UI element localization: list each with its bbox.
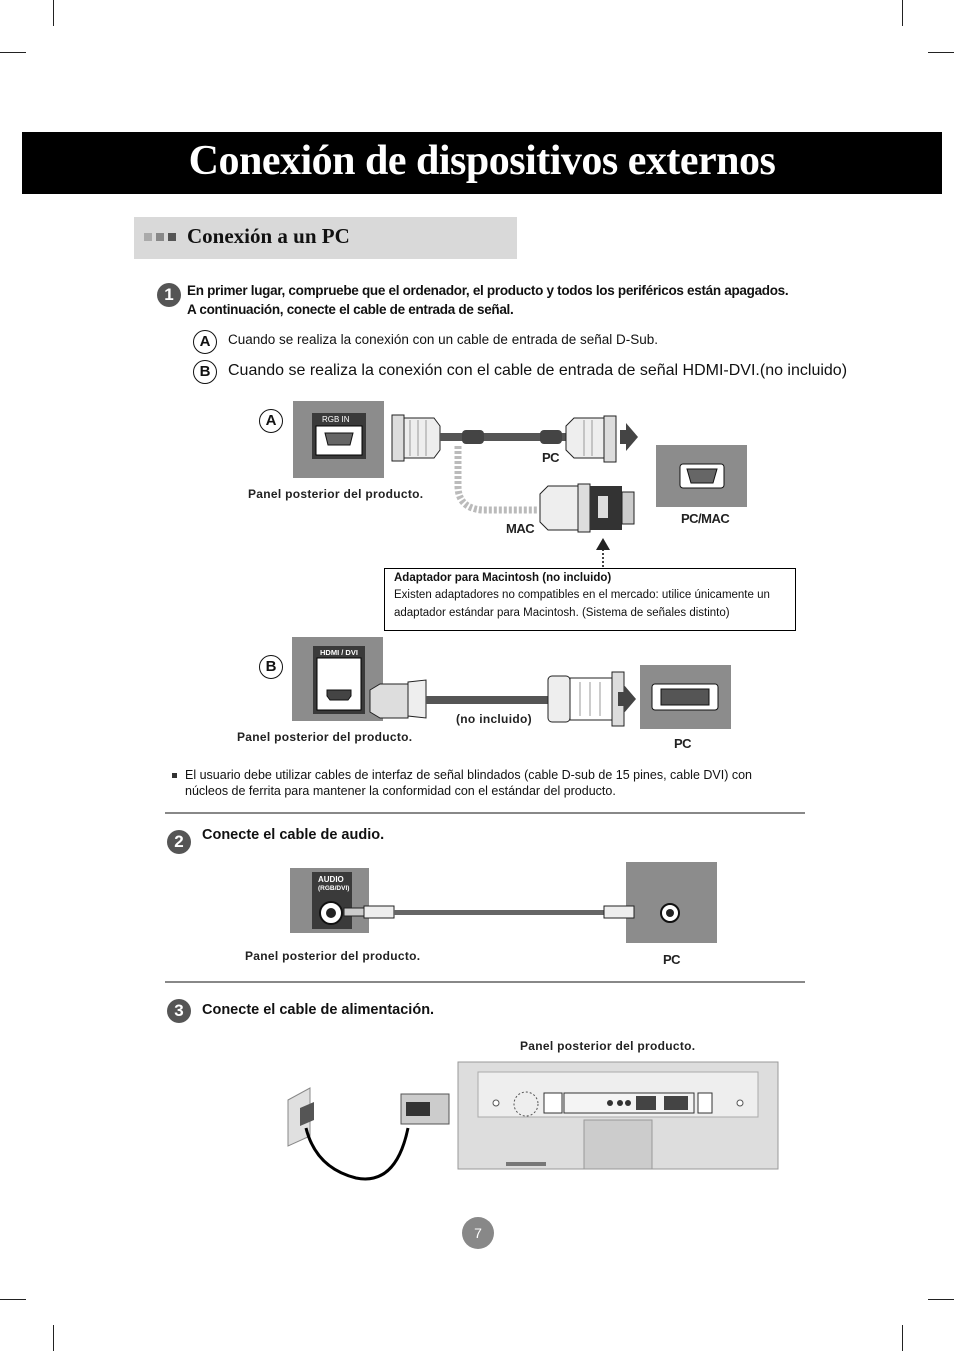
port-label: AUDIO bbox=[318, 875, 344, 884]
page-number: 7 bbox=[474, 1225, 482, 1241]
title-bar: Conexión de dispositivos externos bbox=[22, 132, 942, 194]
crop-mark bbox=[53, 1325, 54, 1351]
bullet-square-icon bbox=[144, 233, 152, 241]
diagram-letter: A bbox=[259, 409, 283, 433]
page-number-badge: 7 bbox=[462, 1217, 494, 1249]
mac-adapter-title: Adaptador para Macintosh (no incluido) bbox=[394, 572, 612, 584]
crop-mark bbox=[928, 1299, 954, 1300]
bullet-square-icon bbox=[172, 773, 177, 778]
crop-mark bbox=[902, 0, 903, 26]
vga-port-icon bbox=[324, 432, 354, 446]
step1-text-line2: A continuación, conecte el cable de entr… bbox=[187, 302, 514, 317]
arrow-right-icon bbox=[620, 423, 638, 451]
crop-mark bbox=[928, 52, 954, 53]
port-label: HDMI / DVI bbox=[320, 648, 358, 657]
step1-text-line1: En primer lugar, compruebe que el ordena… bbox=[187, 283, 789, 298]
power-plug-icon bbox=[406, 1102, 430, 1116]
step-number: 1 bbox=[157, 283, 181, 307]
dsub-plug-icon bbox=[391, 414, 441, 462]
option-letter: A bbox=[193, 330, 217, 354]
note-line2: núcleos de ferrita para mantener la conf… bbox=[185, 784, 616, 798]
pc-label: PC bbox=[663, 952, 681, 967]
crop-mark bbox=[0, 52, 26, 53]
dsub-plug-icon bbox=[565, 415, 617, 463]
dvi-port-icon bbox=[660, 688, 710, 706]
option-a-text: Cuando se realiza la conexión con un cab… bbox=[228, 332, 659, 347]
note-line1: El usuario debe utilizar cables de inter… bbox=[185, 768, 752, 782]
crop-mark bbox=[53, 0, 54, 26]
step-number: 2 bbox=[167, 830, 191, 854]
bullet-square-icon bbox=[156, 233, 164, 241]
mac-plug-icon bbox=[539, 483, 635, 533]
bullet-square-icon bbox=[168, 233, 176, 241]
panel-label: Panel posterior del producto. bbox=[245, 949, 421, 963]
crop-mark bbox=[902, 1325, 903, 1351]
panel-label: Panel posterior del producto. bbox=[237, 730, 413, 744]
section-header: Conexión a un PC bbox=[134, 217, 517, 259]
crop-mark bbox=[0, 1299, 26, 1300]
step3-title: Conecte el cable de alimentación. bbox=[202, 1002, 435, 1018]
page-title: Conexión de dispositivos externos bbox=[188, 138, 776, 184]
port-label: (RGB/DVI) bbox=[318, 885, 350, 892]
arrow-right-icon bbox=[618, 685, 636, 713]
cable-label: (no incluido) bbox=[456, 712, 532, 726]
pc-label: PC bbox=[542, 450, 560, 465]
mac-adapter-note: Adaptador para Macintosh (no incluido) E… bbox=[384, 568, 796, 631]
arrow-up-icon bbox=[596, 538, 610, 550]
pc-panel bbox=[626, 862, 717, 943]
section-title: Conexión a un PC bbox=[187, 224, 350, 248]
vga-port-icon bbox=[686, 468, 718, 484]
panel-label: Panel posterior del producto. bbox=[520, 1039, 696, 1053]
hdmi-port-icon bbox=[326, 689, 352, 701]
option-b-text: Cuando se realiza la conexión con el cab… bbox=[228, 362, 848, 379]
step-number: 3 bbox=[167, 999, 191, 1023]
option-letter: B bbox=[193, 360, 217, 384]
step2-title: Conecte el cable de audio. bbox=[202, 827, 385, 843]
diagram-letter: B bbox=[259, 655, 283, 679]
pcmac-label: PC/MAC bbox=[681, 511, 730, 526]
mac-adapter-line1: Existen adaptadores no compatibles en el… bbox=[394, 589, 770, 601]
mac-adapter-line2: adaptador estándar para Macintosh. (Sist… bbox=[394, 607, 730, 619]
hdmi-plug-icon bbox=[369, 679, 427, 719]
panel-label: Panel posterior del producto. bbox=[248, 487, 424, 501]
port-label: RGB IN bbox=[322, 415, 350, 424]
mac-label: MAC bbox=[506, 521, 535, 536]
pc-label: PC bbox=[674, 736, 692, 751]
divider bbox=[165, 981, 805, 983]
divider bbox=[165, 812, 805, 814]
